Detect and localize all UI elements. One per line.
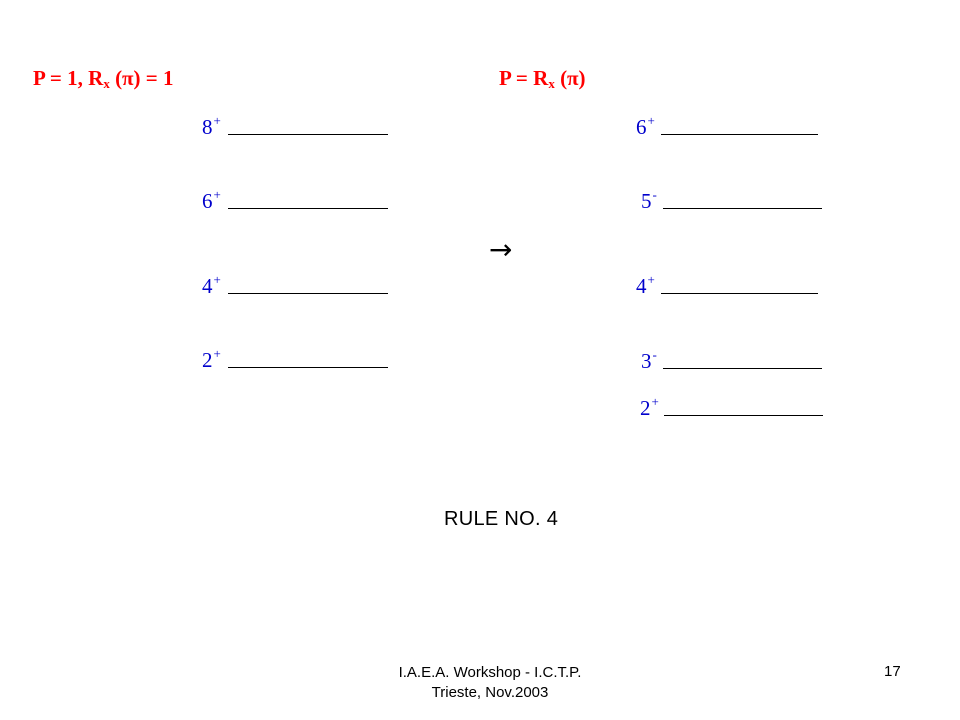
level-line xyxy=(663,368,822,369)
level-line xyxy=(663,208,822,209)
footer-line-2: Trieste, Nov.2003 xyxy=(431,684,549,701)
level-line xyxy=(228,293,388,294)
level-line xyxy=(661,293,818,294)
page-number: 17 xyxy=(884,663,901,680)
level-label: 4+ xyxy=(202,272,221,298)
right-heading: P = Rx (π) xyxy=(499,66,586,91)
level-label: 2+ xyxy=(202,346,221,372)
level-line xyxy=(661,134,818,135)
footer-text: I.A.E.A. Workshop - I.C.T.P. Trieste, No… xyxy=(340,663,640,703)
level-label: 6+ xyxy=(202,187,221,213)
left-heading: P = 1, Rx (π) = 1 xyxy=(33,66,174,91)
level-label: 3- xyxy=(641,347,657,373)
level-label: 4+ xyxy=(636,272,655,298)
level-label: 6+ xyxy=(636,113,655,139)
level-line xyxy=(228,134,388,135)
level-label: 5- xyxy=(641,187,657,213)
level-label: 8+ xyxy=(202,113,221,139)
level-line xyxy=(228,208,388,209)
level-line xyxy=(664,415,823,416)
level-label: 2+ xyxy=(640,394,659,420)
rule-title: RULE NO. 4 xyxy=(444,508,559,530)
transition-arrow: → xyxy=(489,233,513,266)
level-line xyxy=(228,367,388,368)
footer-line-1: I.A.E.A. Workshop - I.C.T.P. xyxy=(398,664,582,681)
